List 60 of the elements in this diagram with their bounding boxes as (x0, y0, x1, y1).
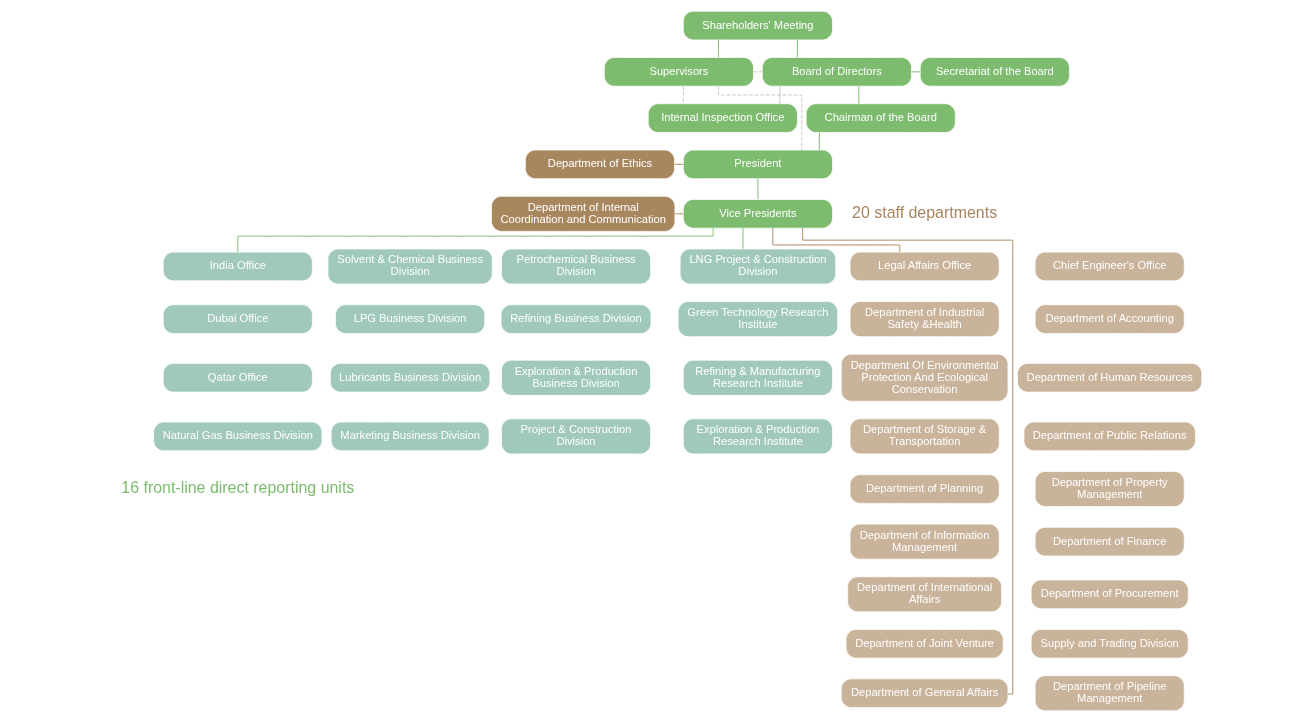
connector (717, 85, 802, 151)
node-box: Department of Information Management (849, 523, 1000, 560)
node-box: Supervisors (603, 57, 754, 87)
node-box: Department of Internal Coordination and Communication (490, 195, 675, 232)
node-box: Department of Accounting (1034, 304, 1185, 334)
connector (742, 227, 743, 250)
node-box: Department of Procurement (1030, 579, 1189, 610)
connector (778, 85, 780, 105)
node-box: Department of Property Management (1034, 471, 1185, 507)
node-box: Shareholders' Meeting (682, 10, 833, 41)
node-box: Department of General Affairs (840, 678, 1008, 708)
node-box: Refining & Manufacturing Research Institute (682, 359, 833, 396)
node-box: Department of Industrial Safety &Health (849, 301, 1000, 338)
node-box: Qatar Office (162, 363, 313, 393)
connector (756, 178, 758, 200)
node-box: Department of Joint Venture (845, 629, 1004, 659)
node-box: Petrochemical Business Division (500, 248, 651, 285)
node-box: Department of Pipeline Management (1034, 675, 1185, 712)
node-box: Refining Business Division (500, 304, 651, 334)
connector (801, 227, 1013, 695)
connector (910, 71, 921, 73)
label: 20 staff departments (851, 203, 997, 221)
node-box: Legal Affairs Office (849, 251, 1000, 282)
node-box: LNG Project & Construction Division (679, 248, 836, 285)
label: 16 front-line direct reporting units (120, 479, 354, 497)
node-box: Department of International Affairs (846, 576, 1002, 613)
node-box: Dubai Office (162, 304, 313, 334)
node-box: Green Technology Research Institute (677, 301, 838, 338)
node-box: Department of Finance (1034, 526, 1185, 557)
node-box: Marketing Business Division (330, 421, 489, 452)
connector (752, 71, 763, 73)
node-box: Natural Gas Business Division (152, 421, 322, 452)
connector (682, 85, 684, 105)
node-box: Department of Planning (849, 474, 1000, 504)
connector (717, 39, 719, 58)
node-box: Solvent & Chemical Business Division (327, 248, 493, 285)
node-box: Lubricants Business Division (329, 363, 490, 393)
node-box: Exploration & Production Business Division (500, 359, 651, 396)
connector (674, 213, 684, 215)
node-box: Secretariat of the Board (919, 57, 1070, 87)
node-box: Chief Engineer's Office (1034, 251, 1185, 282)
connector (796, 39, 798, 58)
connector (673, 163, 684, 165)
node-box: Department Of Environmental Protection And Ecological Conservation (840, 353, 1008, 402)
node-box: Department of Storage & Transportation (849, 418, 1000, 455)
node-box: Supply and Trading Division (1030, 629, 1189, 659)
node-box: President (682, 149, 833, 180)
node-box: Vice Presidents (682, 199, 833, 229)
node-box: LPG Business Division (334, 304, 485, 334)
node-box: Department of Public Relations (1023, 421, 1196, 452)
connector (857, 85, 859, 105)
node-box: Department of Human Resources (1016, 363, 1202, 393)
node-box: Exploration & Production Research Institute (682, 418, 833, 455)
connector (818, 132, 820, 151)
node-box: Department of Ethics (524, 149, 675, 180)
node-box: Chairman of the Board (805, 103, 956, 133)
node-box: Board of Directors (761, 57, 912, 87)
node-box: Project & Construction Division (500, 418, 651, 455)
node-box: India Office (162, 251, 313, 282)
node-box: Internal Inspection Office (647, 103, 798, 133)
